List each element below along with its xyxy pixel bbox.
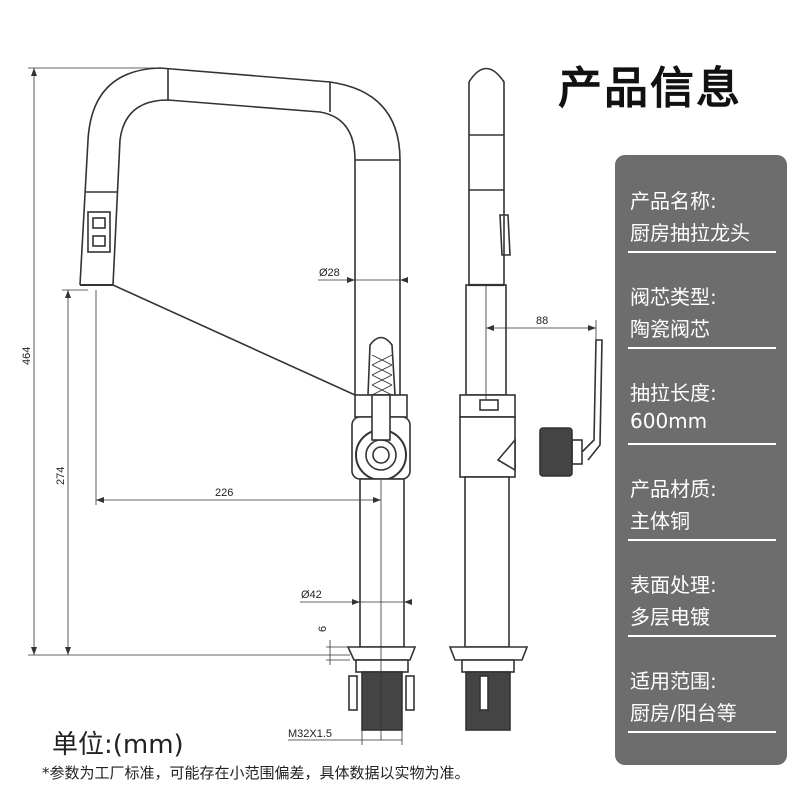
- spec-value: 600mm: [630, 409, 708, 433]
- spec-divider: [628, 731, 776, 733]
- spec-label: 产品材质:: [630, 477, 717, 501]
- spec-label: 抽拉长度:: [630, 381, 717, 405]
- base-nut: [346, 646, 417, 661]
- spec-divider: [628, 347, 776, 349]
- side-view: [448, 67, 603, 731]
- spec-panel: 产品名称: 厨房抽拉龙头 阀芯类型: 陶瓷阀芯 抽拉长度: 600mm 产品材质…: [615, 155, 787, 765]
- column: [359, 478, 405, 648]
- spec-label: 产品名称:: [630, 189, 717, 213]
- spout-body: [79, 67, 401, 397]
- side-valve: [459, 394, 516, 418]
- page-title: 产品信息: [558, 63, 742, 114]
- spec-value: 陶瓷阀芯: [630, 317, 710, 341]
- side-dimensions: [485, 285, 597, 400]
- spec-label: 表面处理:: [630, 573, 717, 597]
- dim-base-diameter: Ø42: [301, 589, 322, 601]
- handle-lever: [367, 336, 396, 396]
- spec-value: 多层电镀: [630, 605, 710, 629]
- spec-divider: [628, 251, 776, 253]
- dim-spout-diameter: Ø28: [319, 267, 340, 279]
- spec-divider: [628, 539, 776, 541]
- front-view: [79, 67, 417, 731]
- unit-label: 单位:(mm): [52, 730, 184, 760]
- dim-height-spout: 274: [55, 467, 67, 485]
- dim-base-thickness: 6: [317, 626, 329, 632]
- dim-reach: 226: [215, 487, 233, 499]
- spec-label: 阀芯类型:: [630, 285, 717, 309]
- side-knurled-knob: [539, 427, 573, 477]
- dim-handle-reach: 88: [536, 315, 548, 327]
- disclaimer-note: *参数为工厂标准，可能存在小范围偏差，具体数据以实物为准。: [42, 764, 470, 782]
- spec-value: 厨房/阳台等: [630, 701, 737, 725]
- spec-value: 厨房抽拉龙头: [630, 221, 750, 245]
- shank: [361, 671, 403, 731]
- front-dimension-arrows: [31, 68, 412, 655]
- spec-value: 主体铜: [630, 509, 690, 533]
- dim-height-total: 464: [21, 347, 33, 365]
- side-dimension-arrows: [486, 325, 596, 331]
- side-spout: [468, 67, 505, 286]
- side-lever: [581, 339, 603, 461]
- spec-divider: [628, 635, 776, 637]
- dim-thread: M32X1.5: [288, 728, 332, 740]
- spec-divider: [628, 443, 776, 445]
- spec-label: 适用范围:: [630, 669, 717, 693]
- front-dimensions: [28, 67, 404, 745]
